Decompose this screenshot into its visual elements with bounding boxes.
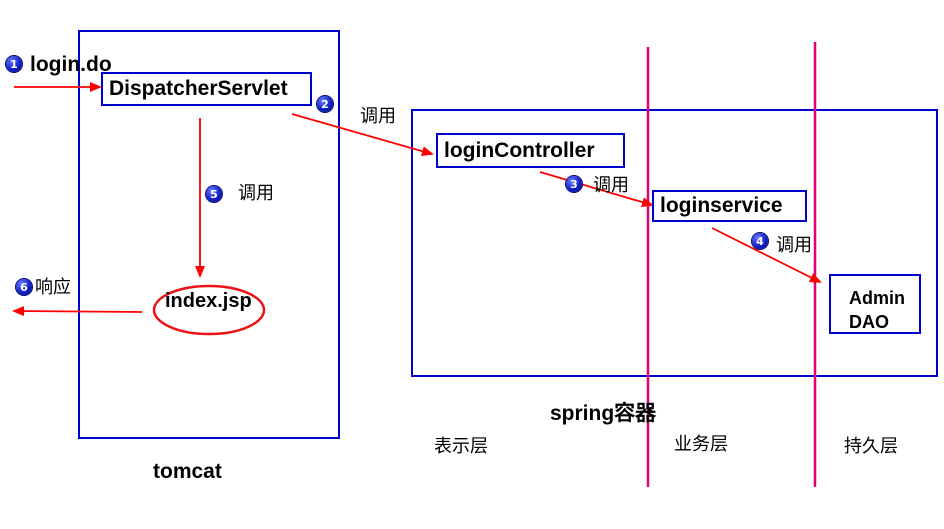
call-dao-arrow bbox=[711, 227, 822, 283]
step-6-badge: 6 bbox=[16, 279, 32, 295]
call-controller-arrow bbox=[291, 113, 434, 157]
response-label: 响应 bbox=[35, 277, 71, 298]
step-5-badge: 5 bbox=[206, 186, 222, 202]
call-label-5: 调用 bbox=[238, 183, 274, 204]
step-2-badge: 2 bbox=[317, 96, 333, 112]
call-label-3: 调用 bbox=[593, 175, 629, 196]
index-jsp-ellipse bbox=[152, 284, 266, 336]
tomcat-container bbox=[78, 30, 340, 439]
step-3-badge: 3 bbox=[566, 176, 582, 192]
request-label: login.do bbox=[30, 53, 112, 76]
admin-dao-box bbox=[829, 274, 921, 334]
persistence-layer-label: 持久层 bbox=[844, 436, 898, 457]
business-layer-label: 业务层 bbox=[674, 434, 728, 455]
spring-container-label: spring容器 bbox=[550, 402, 657, 425]
step-4-badge: 4 bbox=[752, 233, 768, 249]
call-service-arrow bbox=[539, 171, 654, 207]
spring-container bbox=[411, 109, 938, 377]
call-label-2: 调用 bbox=[360, 106, 396, 127]
step-1-badge: 1 bbox=[6, 56, 22, 72]
index-jsp-label: index.jsp bbox=[165, 290, 252, 312]
login-controller-box: loginController bbox=[436, 133, 625, 168]
tomcat-label: tomcat bbox=[153, 460, 222, 483]
call-label-4: 调用 bbox=[776, 235, 812, 256]
admin-dao-label-line2: DAO bbox=[849, 312, 889, 332]
login-service-box: loginservice bbox=[652, 190, 807, 222]
response-arrow bbox=[12, 306, 143, 317]
presentation-layer-label: 表示层 bbox=[434, 436, 488, 457]
dispatcher-servlet-box: DispatcherServlet bbox=[101, 72, 312, 106]
admin-dao-label-line1: Admin bbox=[849, 288, 905, 308]
